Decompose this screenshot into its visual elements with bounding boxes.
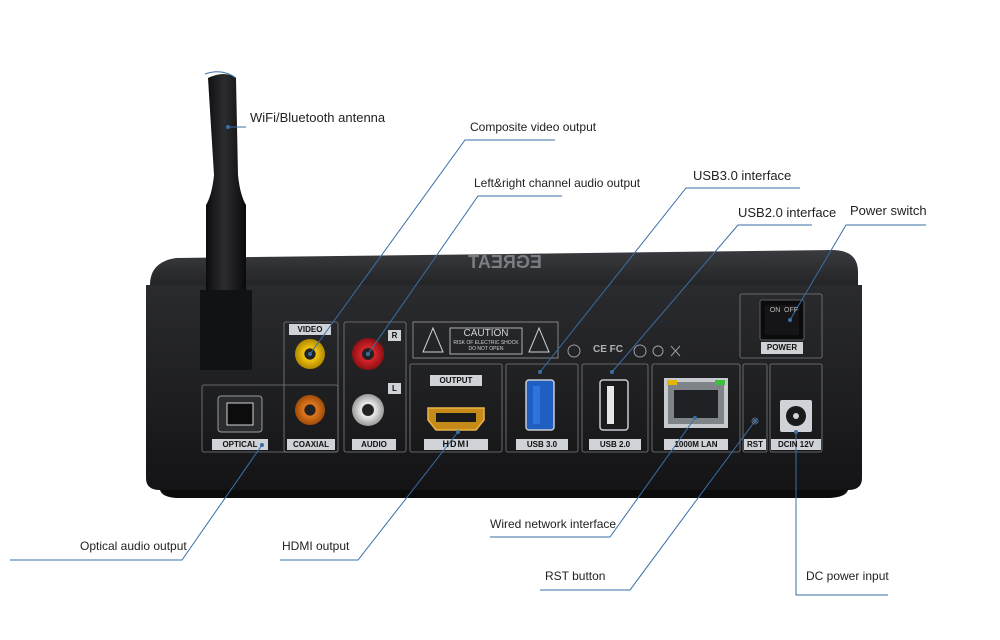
- caution-line2: DO NOT OPEN: [468, 346, 504, 352]
- usb2-group: [581, 363, 649, 453]
- certification-marks: [567, 344, 681, 358]
- optical-group: [201, 384, 339, 453]
- callout-hdmi: HDMI output: [282, 539, 350, 553]
- callout-usb2: USB2.0 interface: [738, 205, 837, 220]
- output-label: OUTPUT: [439, 376, 473, 385]
- callout-optical: Optical audio output: [80, 539, 187, 553]
- power-switch-group: [739, 293, 823, 359]
- switch-off-label: OFF: [784, 307, 798, 314]
- audio-left-jack: [352, 394, 384, 426]
- optical-label: OPTICAL: [222, 440, 258, 449]
- leader-dots: [226, 125, 798, 447]
- callout-rst: RST button: [545, 569, 606, 583]
- caution-title: CAUTION: [463, 328, 509, 339]
- usb3-label: USB 3.0: [526, 440, 558, 449]
- video-label: VIDEO: [297, 325, 323, 334]
- caution-line1: RISK OF ELECTRIC SHOCK: [453, 340, 519, 346]
- callout-usb3: USB3.0 interface: [693, 168, 792, 183]
- device-body: EGREAT: [146, 250, 862, 498]
- audio-label: AUDIO: [361, 440, 387, 449]
- leader-lines: [10, 126, 926, 596]
- callout-lan: Wired network interface: [490, 517, 617, 531]
- usb3-group: [505, 363, 579, 453]
- usb2-label: USB 2.0: [599, 440, 631, 449]
- coaxial-jack: [295, 395, 325, 425]
- callout-dc: DC power input: [806, 569, 889, 583]
- audio-r-label: R: [391, 331, 398, 340]
- coaxial-label: COAXIAL: [293, 440, 329, 449]
- antenna: [200, 71, 252, 370]
- brand-logo: EGREAT: [468, 252, 542, 272]
- hdmi-group: [409, 363, 503, 453]
- caution-label: [412, 321, 559, 359]
- switch-on-label: ON: [769, 307, 781, 314]
- callout-lr-audio: Left&right channel audio output: [474, 176, 641, 190]
- hdmi-label: HDMI: [442, 439, 470, 449]
- audio-l-label: L: [392, 384, 397, 393]
- lan-label: 1000M LAN: [674, 440, 718, 449]
- callout-power-switch: Power switch: [850, 203, 927, 218]
- callout-composite-video: Composite video output: [470, 120, 597, 134]
- callout-antenna: WiFi/Bluetooth antenna: [250, 110, 386, 125]
- dcin-label: DCIN 12V: [777, 440, 814, 449]
- cert-ce-fc: CE FC: [593, 344, 623, 355]
- rst-group: [742, 363, 768, 453]
- rst-label: RST: [747, 440, 763, 449]
- power-label: POWER: [766, 343, 798, 352]
